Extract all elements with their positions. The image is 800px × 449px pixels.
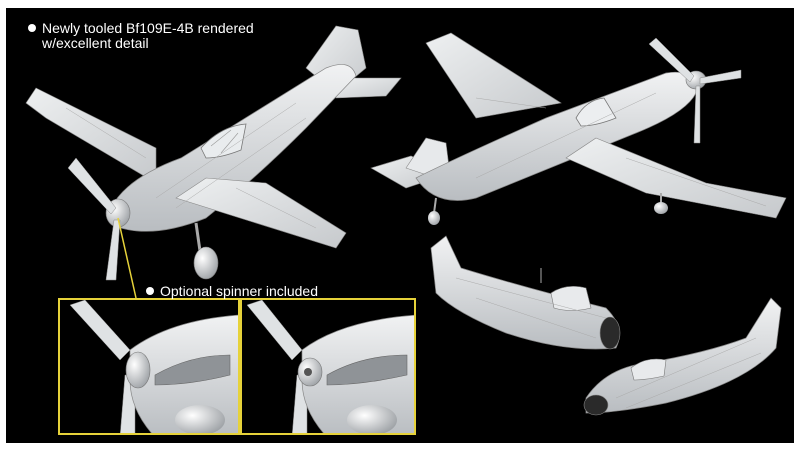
feature-caption-tooling-line2: w/excellent detail <box>42 35 149 51</box>
feature-caption-spinner: Optional spinner included <box>146 284 318 299</box>
product-feature-panel: Newly tooled Bf109E-4B rendered w/excell… <box>6 8 794 443</box>
model-renders <box>25 25 787 416</box>
feature-caption-spinner-text: Optional spinner included <box>160 283 318 299</box>
fuselage-left-half <box>430 235 621 350</box>
spinner-option-a-image <box>69 300 238 433</box>
bullet-icon <box>146 287 154 295</box>
fuselage-right-half <box>583 297 782 416</box>
spinner-option-b <box>240 298 416 435</box>
spinner-option-a <box>58 298 240 435</box>
main-aircraft-view <box>25 25 402 299</box>
feature-caption-tooling: Newly tooled Bf109E-4B rendered w/excell… <box>28 21 254 51</box>
feature-caption-tooling-line1: Newly tooled Bf109E-4B rendered <box>42 20 254 36</box>
bullet-icon <box>28 24 36 32</box>
top-aircraft-view <box>370 32 787 225</box>
spinner-option-b-image <box>246 300 414 433</box>
